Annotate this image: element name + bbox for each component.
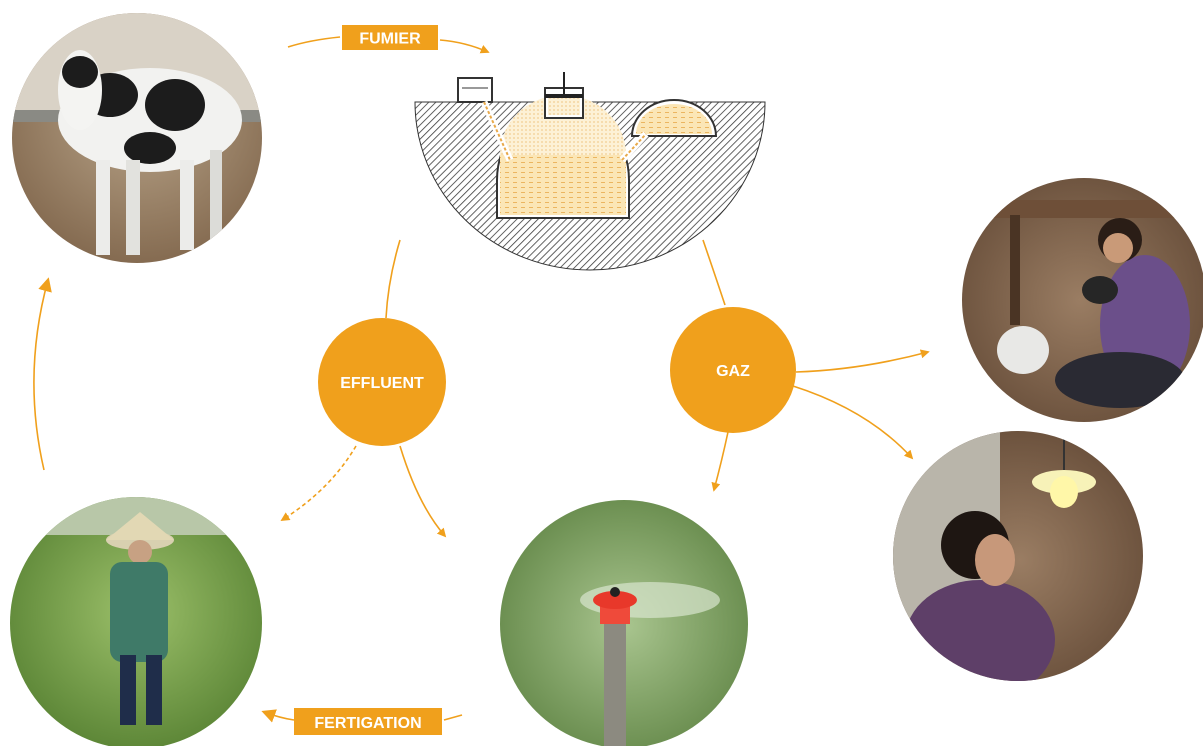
effluent-label: EFFLUENT <box>340 375 424 392</box>
arrow-gaz-to-lamp <box>792 385 914 460</box>
arrow-digester-to-gaz <box>702 239 726 306</box>
gaz-node: GAZ <box>670 307 796 433</box>
arrow-digester-to-effluent <box>385 239 401 319</box>
arrow-farmer-to-cow <box>33 277 52 471</box>
arrow-effluent-to-farmer <box>280 445 357 521</box>
arrow-effluent-to-sprinkler <box>399 445 447 538</box>
cooking-photo <box>962 178 1203 422</box>
farmer-photo <box>10 497 262 746</box>
arrow-sprinkler-to-fertigation <box>443 714 463 721</box>
arrow-cow-to-fumier <box>287 36 341 48</box>
cow-photo <box>12 13 262 263</box>
lamp-photo <box>893 431 1143 681</box>
gaz-label: GAZ <box>716 363 750 380</box>
biogas-digester <box>414 72 766 271</box>
arrow-fumier-to-digester <box>439 39 490 54</box>
arrow-gaz-to-cooking <box>795 349 930 373</box>
fertigation-label: FERTIGATION <box>314 715 421 732</box>
arrow-fertigation-to-farmer <box>261 709 295 723</box>
fumier-label: FUMIER <box>359 31 421 48</box>
flow-arrows <box>33 36 930 723</box>
arrow-gaz-to-sprinkler <box>711 431 729 492</box>
fertigation-tag: FERTIGATION <box>294 708 442 735</box>
sprinkler-photo <box>500 500 748 746</box>
effluent-node: EFFLUENT <box>318 318 446 446</box>
fumier-tag: FUMIER <box>342 25 438 50</box>
